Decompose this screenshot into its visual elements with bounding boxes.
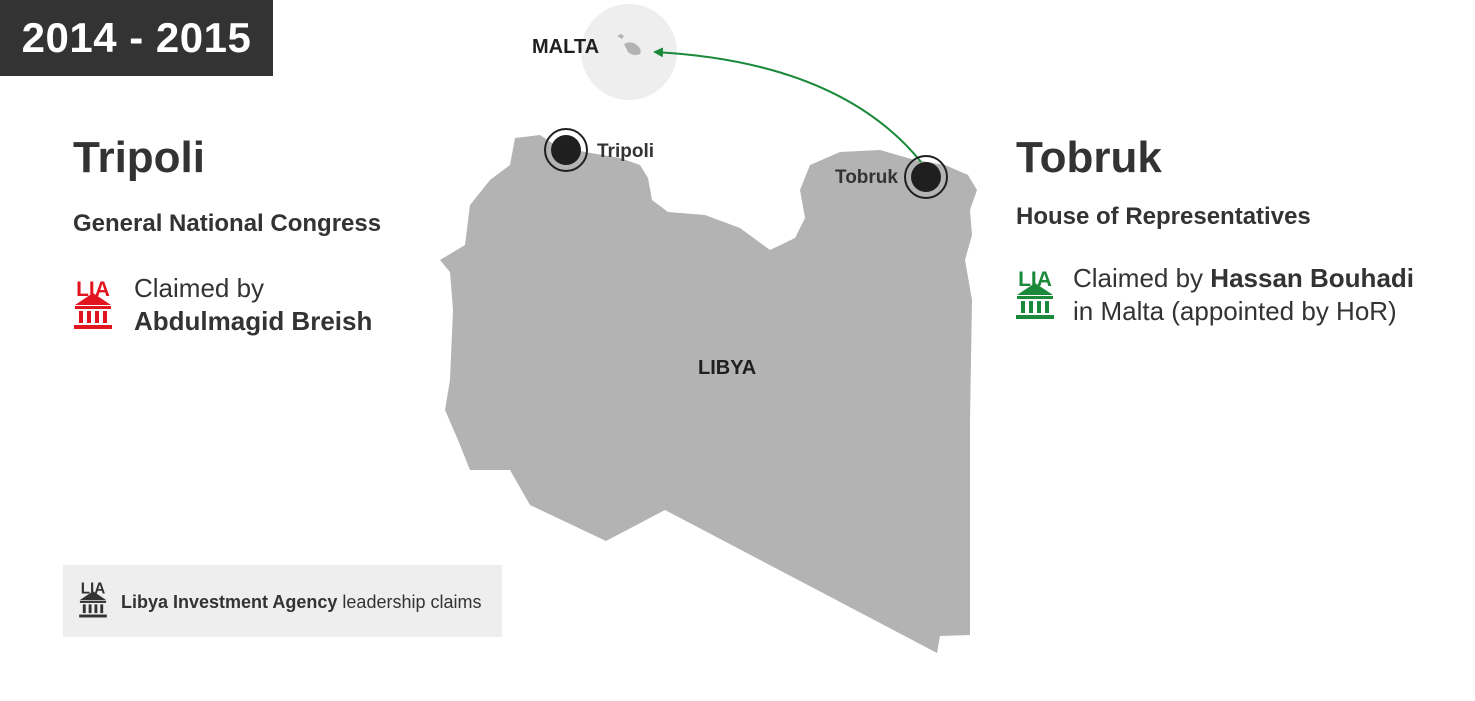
country-label: LIBYA [698,357,756,379]
malta-island [617,34,624,39]
legend-text: Libya Investment Agency leadership claim… [121,592,481,613]
claimant-breish: Abdulmagid Breish [134,306,373,336]
lia-bank-icon: LIA [71,278,115,332]
tripoli-marker [544,128,588,172]
tripoli-claim: Claimed by Abdulmagid Breish [134,272,372,338]
tobruk-title: Tobruk [1016,133,1162,182]
claimant-bouhadi: Hassan Bouhadi [1210,263,1415,293]
lia-bank-icon: LIA [77,580,109,620]
legend: LIA Libya Investment Agency leadership c… [63,565,502,637]
claim-prefix: Claimed by [1073,263,1204,293]
claim-prefix: Claimed by [134,273,265,303]
malta-label: MALTA [532,36,599,58]
tobruk-label: Tobruk [835,167,898,188]
hor-name: House of Representatives [1016,203,1311,230]
svg-text:LIA: LIA [1018,268,1052,291]
tripoli-label: Tripoli [597,141,654,162]
tobruk-claim: Claimed by Hassan Bouhadi in Malta (appo… [1073,262,1414,328]
tobruk-marker [904,155,948,199]
libya-shape [440,135,977,653]
period-badge: 2014 - 2015 [0,0,273,76]
malta-island [624,42,641,56]
migration-arrow [653,47,922,163]
legend-rest: leadership claims [342,592,482,612]
lia-bank-icon: LIA [1013,268,1057,322]
claim-suffix: in Malta (appointed by HoR) [1073,296,1397,326]
gnc-name: General National Congress [73,210,382,237]
legend-bold: Libya Investment Agency [121,592,338,612]
tripoli-title: Tripoli [73,133,205,182]
svg-text:LIA: LIA [81,580,106,597]
svg-text:LIA: LIA [76,278,110,301]
